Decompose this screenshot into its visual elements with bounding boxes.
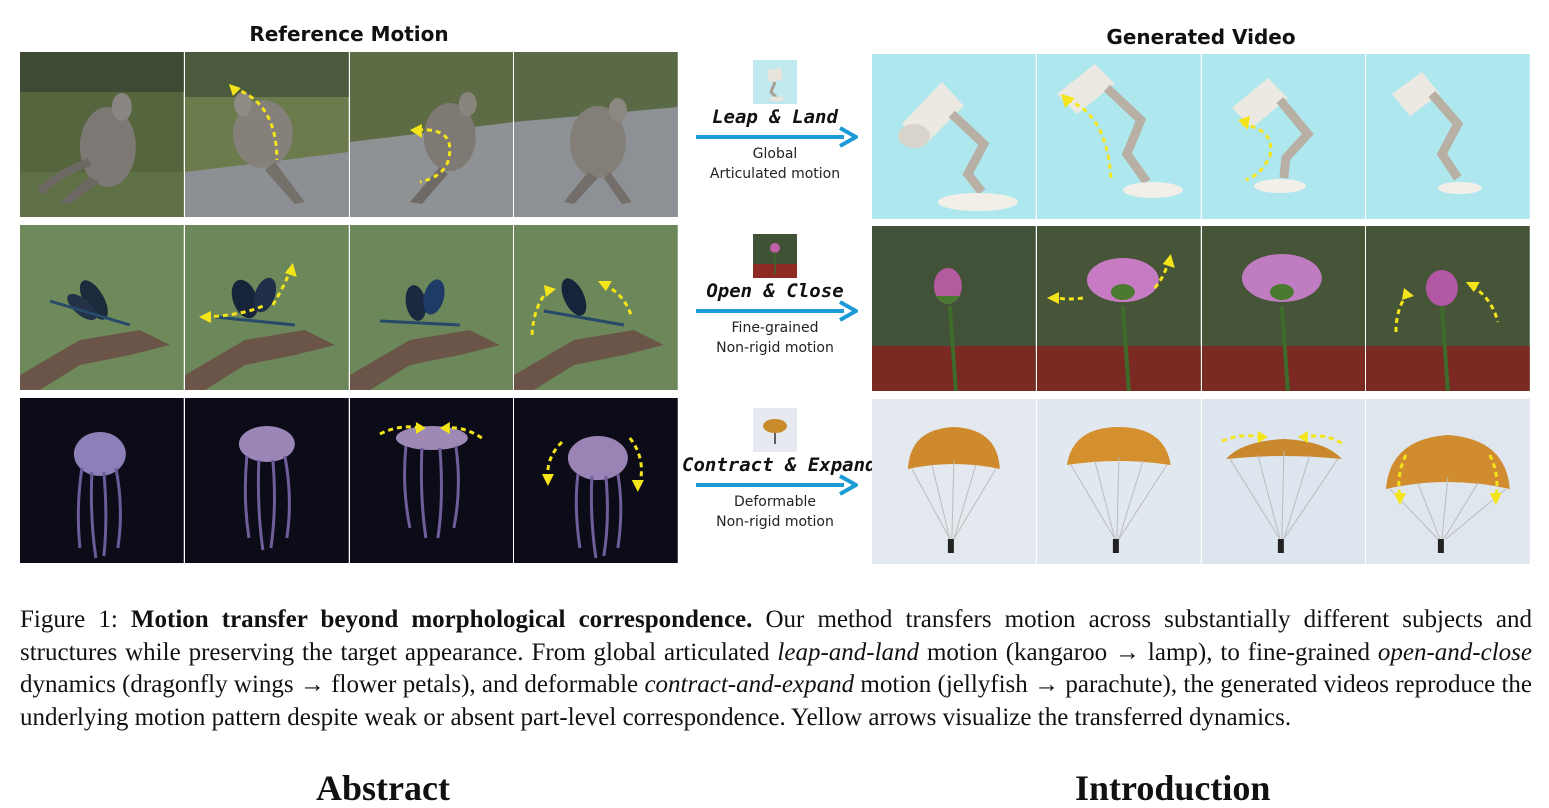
kangaroo-frame-3 — [348, 52, 514, 217]
caption-term-contract-and-expand: contract-and-expand — [644, 671, 855, 699]
caption-text-2: motion (kangaroo → lamp), to fine-graine… — [919, 638, 1378, 666]
caption-text-4: motion (jellyfish → parachute), the gene… — [20, 671, 1533, 731]
reference-strip-dragonfly — [20, 225, 678, 390]
jellyfish-frame-4 — [513, 398, 678, 563]
generated-strip-parachute — [872, 399, 1530, 564]
abstract-heading: Abstract — [316, 768, 450, 808]
motion-desc-line1: Fine-grained — [731, 320, 819, 336]
lamp-frame-3 — [1200, 54, 1366, 219]
introduction-heading: Introduction — [1075, 768, 1271, 808]
motion-desc-line2: Non-rigid motion — [716, 514, 834, 530]
dragonfly-frame-3 — [348, 225, 514, 390]
caption-title: Motion transfer beyond morphological cor… — [130, 606, 753, 633]
motion-description: Fine-grained Non-rigid motion — [682, 318, 868, 358]
reference-motion-header: Reference Motion — [249, 22, 449, 46]
parachute-frame-3 — [1200, 399, 1366, 564]
flower-frame-2 — [1035, 226, 1201, 391]
caption-text-1: Our method transfers motion across subst… — [20, 606, 1533, 666]
motion-name: Leap & Land — [712, 106, 838, 128]
dragonfly-frame-4 — [513, 225, 678, 390]
parachute-frame-4 — [1365, 399, 1530, 564]
jellyfish-frame-2 — [183, 398, 349, 563]
figure-caption: Figure 1: Motion transfer beyond morphol… — [20, 604, 1532, 734]
flower-frame-4 — [1365, 226, 1530, 391]
motion-description: Global Articulated motion — [682, 144, 868, 184]
generated-video-header: Generated Video — [1106, 25, 1296, 49]
kangaroo-frame-1 — [20, 52, 184, 217]
parachute-frame-2 — [1035, 399, 1201, 564]
lamp-thumbnail — [753, 60, 797, 104]
flower-thumbnail — [753, 234, 797, 278]
parachute-frame-1 — [872, 399, 1036, 564]
caption-term-open-and-close: open-and-close — [1377, 638, 1532, 666]
kangaroo-frame-4 — [513, 52, 678, 217]
reference-strip-jellyfish — [20, 398, 678, 563]
motion-name: Contract & Expand — [682, 454, 877, 476]
motion-desc-line1: Deformable — [733, 494, 816, 510]
flower-frame-1 — [872, 226, 1036, 391]
generated-strip-flower — [872, 226, 1530, 391]
jellyfish-frame-3 — [348, 398, 514, 563]
kangaroo-frame-2 — [183, 52, 349, 217]
motion-name: Open & Close — [706, 280, 844, 302]
figure-label: Figure 1: — [20, 606, 118, 633]
dragonfly-frame-2 — [183, 225, 349, 390]
generated-strip-lamp — [872, 54, 1530, 219]
motion-desc-line2: Non-rigid motion — [716, 340, 834, 356]
parachute-thumbnail — [753, 408, 797, 452]
jellyfish-frame-1 — [20, 398, 184, 563]
dragonfly-frame-1 — [20, 225, 184, 390]
lamp-frame-2 — [1035, 54, 1201, 219]
motion-description: Deformable Non-rigid motion — [682, 492, 868, 532]
lamp-frame-4 — [1365, 54, 1530, 219]
reference-strip-kangaroo — [20, 52, 678, 217]
caption-term-leap-and-land: leap-and-land — [777, 638, 920, 666]
caption-text-3: dynamics (dragonfly wings → flower petal… — [20, 671, 645, 699]
lamp-frame-1 — [872, 54, 1036, 219]
transfer-arrow — [696, 474, 858, 496]
motion-desc-line2: Articulated motion — [709, 166, 841, 182]
transfer-arrow — [696, 300, 858, 322]
flower-frame-3 — [1200, 226, 1366, 391]
motion-desc-line1: Global — [752, 146, 798, 162]
transfer-arrow — [696, 126, 858, 148]
